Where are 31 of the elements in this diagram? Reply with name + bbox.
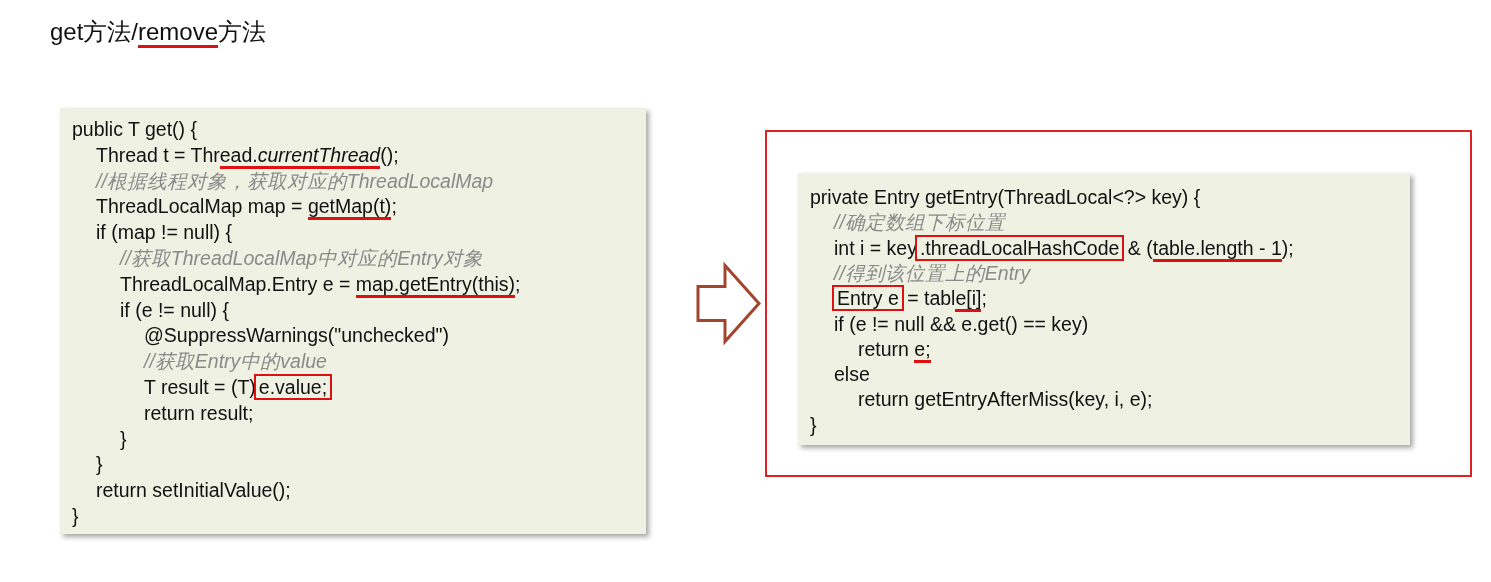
highlight-frame (765, 130, 1472, 477)
code-line: T result = (T)e.value; (144, 375, 331, 399)
block-arrow (696, 261, 761, 346)
code-line: if (e != null) { (120, 297, 229, 322)
code-line: private Entry getEntry(ThreadLocal<?> key) { (810, 185, 1201, 209)
code-line: public T get() { (72, 117, 198, 141)
code-line: if (map != null) { (96, 220, 232, 245)
code-panel (60, 108, 646, 534)
code-line: @SuppressWarnings("unchecked") (144, 323, 449, 348)
code-line: return e; (858, 336, 931, 361)
code-line: return getEntryAfterMiss(key, i, e); (858, 387, 1153, 412)
code-line: ThreadLocalMap map = getMap(t); (96, 194, 397, 219)
slide-title: get方法/remove方法 (50, 16, 267, 48)
code-line: } (96, 452, 103, 477)
code-line: ThreadLocalMap.Entry e = map.getEntry(this); (120, 271, 521, 296)
code-line: } (120, 426, 127, 451)
code-line: } (810, 412, 817, 437)
code-comment: //确定数组下标位置 (834, 210, 1005, 235)
code-panel (798, 173, 1410, 445)
code-line: return setInitialValue(); (96, 478, 291, 503)
code-comment: //根据线程对象，获取对应的ThreadLocalMap (96, 168, 494, 193)
code-line: return result; (144, 400, 254, 425)
code-comment: //得到该位置上的Entry (834, 260, 1031, 285)
code-line: else (834, 362, 870, 387)
code-line: } (72, 504, 79, 528)
code-line: if (e != null && e.get() == key) (834, 311, 1089, 336)
code-comment: //获取ThreadLocalMap中对应的Entry对象 (120, 246, 483, 270)
code-line: Entry e = table[i]; (834, 286, 987, 311)
code-line: int i = key.threadLocalHashCode & (table.length - 1); (834, 235, 1294, 260)
code-line: Thread t = Thread.currentThread(); (96, 142, 399, 167)
code-comment: //获取Entry中的value (144, 349, 327, 374)
